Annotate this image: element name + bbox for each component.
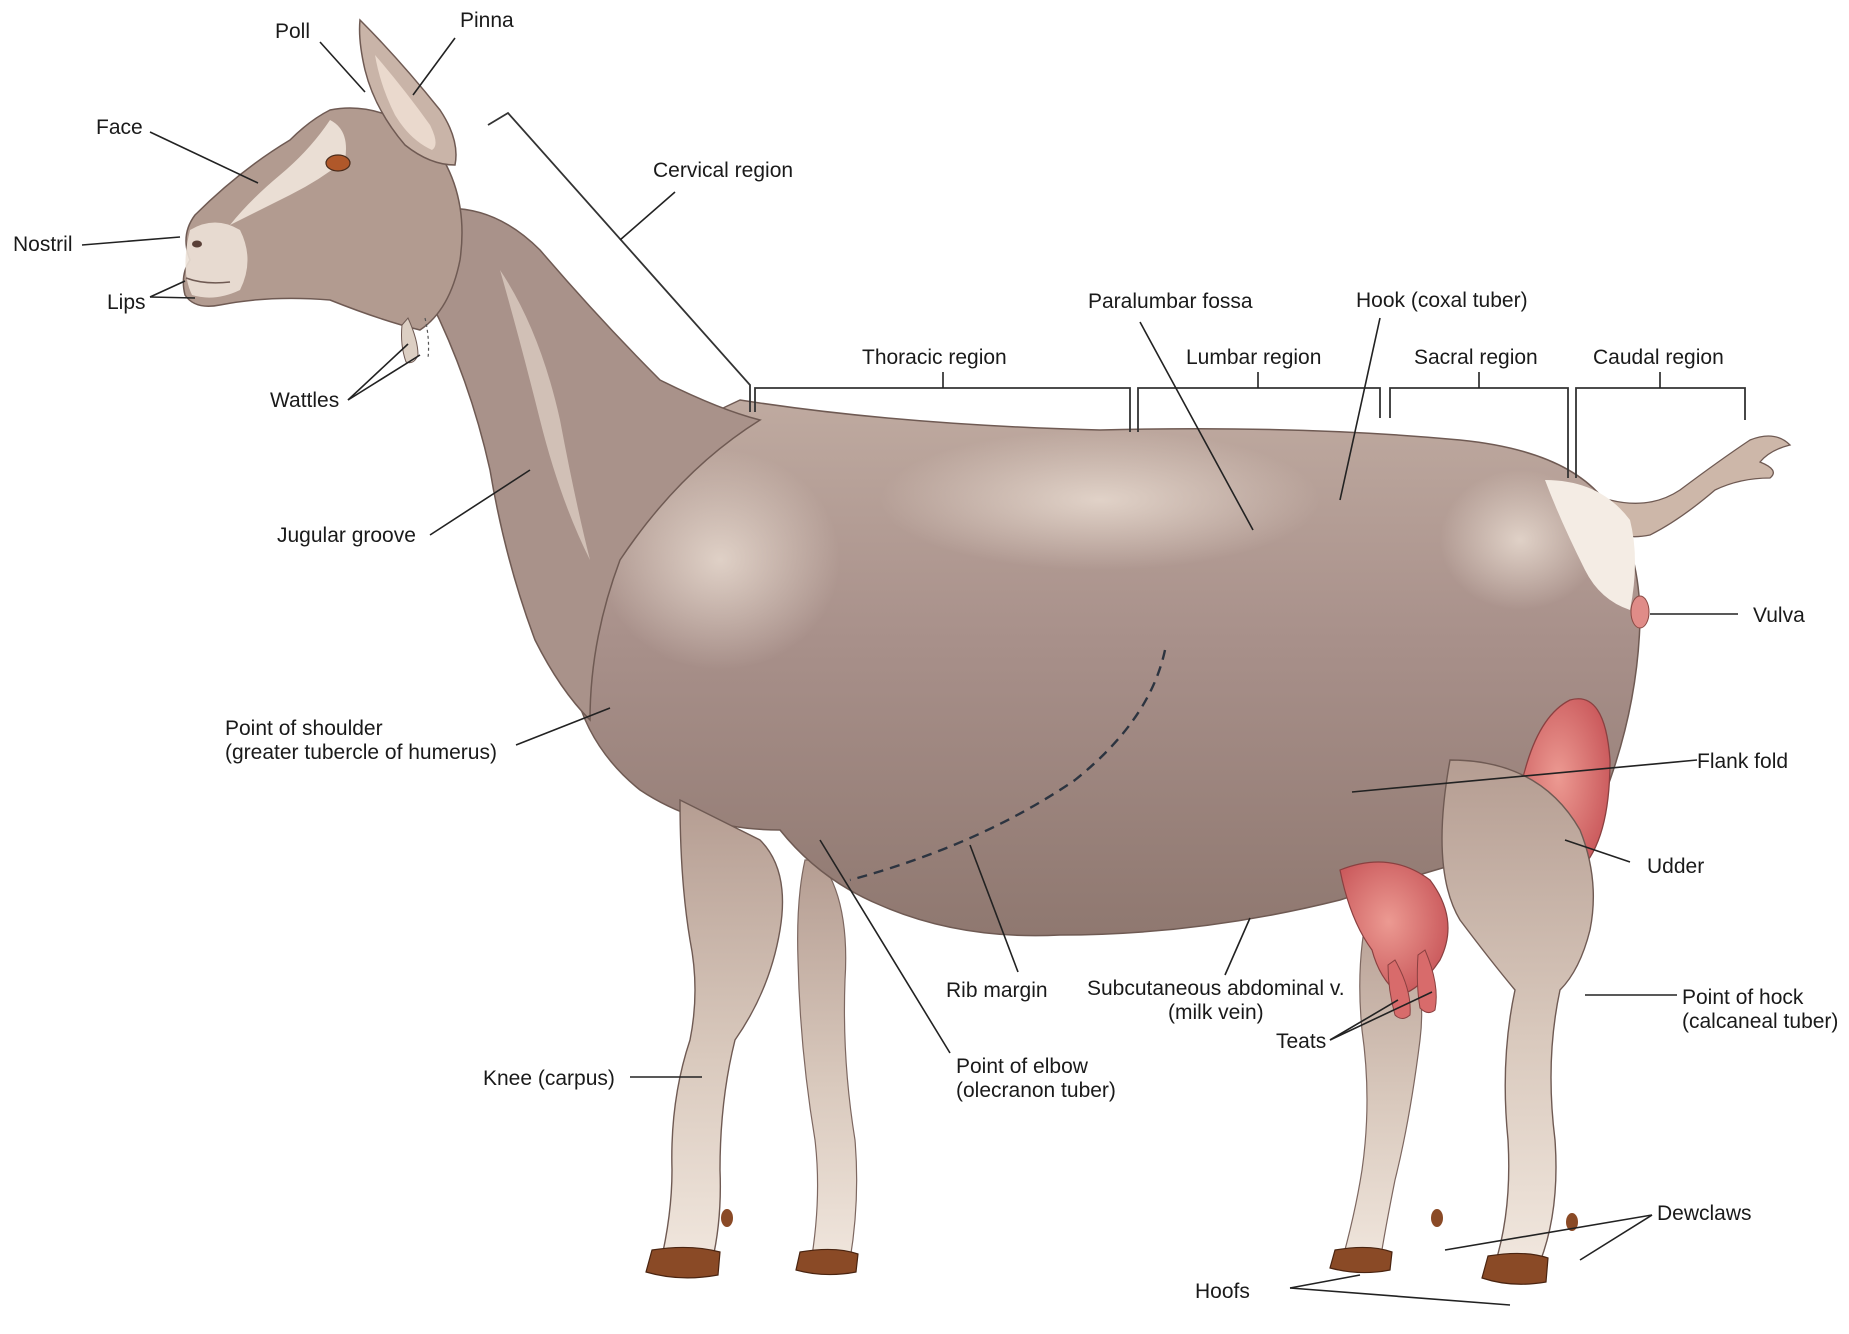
label-rib-margin: Rib margin bbox=[946, 979, 1048, 1002]
dewclaw-hind-far bbox=[1431, 1209, 1443, 1227]
label-point-of-elbow-sub: (olecranon tuber) bbox=[956, 1079, 1116, 1102]
goat-tail bbox=[1610, 436, 1790, 537]
label-thoracic-region: Thoracic region bbox=[862, 346, 1007, 369]
far-foreleg bbox=[798, 860, 857, 1268]
label-pinna: Pinna bbox=[460, 9, 514, 32]
label-point-of-elbow: Point of elbow bbox=[956, 1055, 1089, 1078]
label-point-of-hock-sub: (calcaneal tuber) bbox=[1682, 1010, 1838, 1033]
label-point-of-hock: Point of hock bbox=[1682, 986, 1804, 1009]
label-flank-fold: Flank fold bbox=[1697, 750, 1788, 773]
label-paralumbar-fossa: Paralumbar fossa bbox=[1088, 290, 1253, 313]
label-wattles: Wattles bbox=[270, 389, 339, 412]
hoof-hind-near bbox=[1482, 1253, 1548, 1284]
label-teats: Teats bbox=[1276, 1030, 1326, 1053]
label-vulva: Vulva bbox=[1753, 604, 1805, 627]
hoof-front-near bbox=[646, 1247, 720, 1277]
near-foreleg bbox=[660, 800, 783, 1265]
dewclaw-front bbox=[721, 1209, 733, 1227]
label-face: Face bbox=[96, 116, 143, 139]
label-hook: Hook (coxal tuber) bbox=[1356, 289, 1528, 312]
label-milk-vein-sub: (milk vein) bbox=[1168, 1001, 1264, 1024]
label-udder: Udder bbox=[1647, 855, 1704, 878]
goat-eye bbox=[326, 155, 350, 171]
label-dewclaws: Dewclaws bbox=[1657, 1202, 1752, 1225]
label-point-of-shoulder: Point of shoulder bbox=[225, 717, 383, 740]
label-nostril: Nostril bbox=[13, 233, 73, 256]
label-lumbar-region: Lumbar region bbox=[1186, 346, 1321, 369]
label-point-of-shoulder-sub: (greater tubercle of humerus) bbox=[225, 741, 497, 764]
near-hindleg bbox=[1442, 760, 1593, 1264]
label-milk-vein: Subcutaneous abdominal v. bbox=[1087, 977, 1345, 1000]
label-hoofs: Hoofs bbox=[1195, 1280, 1250, 1303]
label-poll: Poll bbox=[275, 20, 310, 43]
label-cervical-region: Cervical region bbox=[653, 159, 793, 182]
hoof-front-far bbox=[796, 1249, 858, 1274]
label-lips: Lips bbox=[107, 291, 146, 314]
back-highlight bbox=[880, 430, 1320, 570]
muzzle bbox=[185, 223, 247, 298]
label-jugular-groove: Jugular groove bbox=[277, 524, 416, 547]
hoof-hind-far bbox=[1330, 1247, 1392, 1272]
label-caudal-region: Caudal region bbox=[1593, 346, 1724, 369]
goat-vulva bbox=[1631, 596, 1649, 628]
label-sacral-region: Sacral region bbox=[1414, 346, 1538, 369]
lumbar-bracket bbox=[1138, 388, 1380, 432]
goat-nostril bbox=[192, 241, 202, 248]
label-knee: Knee (carpus) bbox=[483, 1067, 615, 1090]
